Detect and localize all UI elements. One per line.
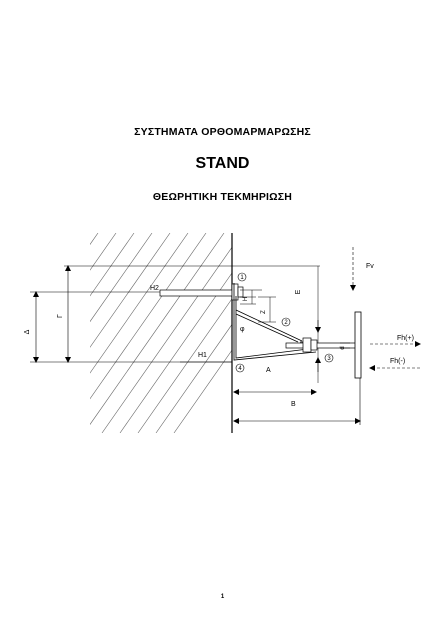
marker-2: 2 <box>281 317 291 327</box>
hatch-line <box>119 272 232 433</box>
label-gamma: Γ <box>57 314 64 318</box>
label-epsilon: Ε <box>295 289 302 294</box>
dimension-gamma <box>64 265 232 363</box>
hatch-line <box>90 233 189 374</box>
label-a: A <box>266 367 271 374</box>
hatch-line <box>90 233 207 400</box>
doc-title-documentation: ΘΕΩΡΗΤΙΚΗ ΤΕΚΜΗΡΙΩΣΗ <box>152 191 293 203</box>
hatch-line <box>90 233 225 425</box>
label-b: B <box>291 401 296 408</box>
wall-hatching <box>90 233 232 433</box>
label-h2: H2 <box>150 285 159 292</box>
hatch-line <box>90 233 171 348</box>
doc-title-stand: STAND <box>195 155 250 172</box>
hatch-line <box>173 349 232 433</box>
dimension-d <box>340 342 350 349</box>
dimension-b <box>231 362 361 428</box>
label-phi: φ <box>240 326 245 333</box>
marker-4: 4 <box>235 363 245 373</box>
label-eta: Η <box>243 297 249 301</box>
hatch-line <box>90 233 135 297</box>
dimension-eta <box>240 289 262 305</box>
label-fv: Fv <box>366 263 374 270</box>
hatch-line <box>90 233 117 271</box>
page-number: 1 <box>220 594 225 600</box>
label-zeta: Ζ <box>261 310 267 314</box>
svg-text:4: 4 <box>238 366 242 372</box>
hatch-line <box>137 298 232 433</box>
label-fh-plus: Fh(+) <box>397 335 414 342</box>
svg-text:3: 3 <box>327 356 331 362</box>
marker-3: 3 <box>324 353 334 363</box>
svg-text:1: 1 <box>240 275 244 281</box>
doc-title-systems: ΣΥΣΤΗΜΑΤΑ ΟΡΘΟΜΑΡΜΑΡΩΣΗΣ <box>134 126 311 138</box>
hatch-line <box>90 233 99 245</box>
label-delta: Δ <box>24 329 31 334</box>
label-h1: H1 <box>198 352 207 359</box>
anchor-bolt-upper <box>159 283 244 301</box>
svg-text:2: 2 <box>284 320 288 326</box>
hatch-line <box>101 246 232 433</box>
label-d: d <box>340 346 346 349</box>
label-fh-minus: Fh(-) <box>390 358 405 365</box>
marker-1: 1 <box>237 272 247 282</box>
marble-plate <box>354 311 362 379</box>
hatch-line <box>155 323 232 433</box>
hatch-line <box>90 233 153 323</box>
dimension-zeta <box>258 296 276 323</box>
